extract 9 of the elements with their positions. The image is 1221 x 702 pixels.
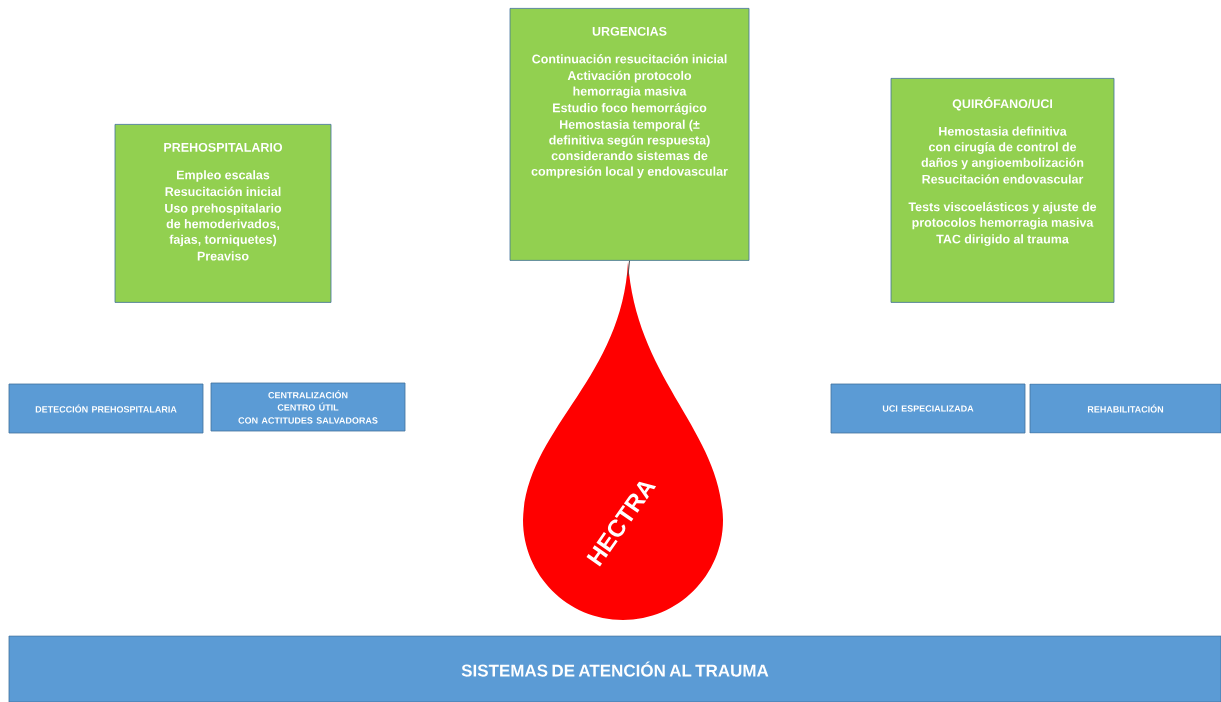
stage-box: CENTRALIZACIÓN CENTRO ÚTIL CON ACTITUDES SALVADORAS [210,382,406,432]
banner-bar: SISTEMAS DE ATENCIÓN AL TRAUMA [8,635,1221,702]
stage-box: REHABILITACIÓN [1029,383,1221,434]
process-box: PREHOSPITALARIO Empleo escalas Resucitación inicial Uso prehospitalario de hemoderivados, fajas, torniquetes) Preaviso [114,124,332,303]
connector-line [627,260,630,277]
process-box: QUIRÓFANO/UCI Hemostasia definitiva con cirugía de control de daños y angioembolización Resucitación endovascular Tests viscoelásticos y ajuste de protocolos hemorragia masiva TAC dirigido al trauma [890,78,1115,303]
stage-box: DETECCIÓN PREHOSPITALARIA [8,383,204,434]
stage-box: UCI ESPECIALIZADA [830,383,1026,434]
process-box: URGENCIAS Continuación resucitación inicial Activación protocolo hemorragia masiva Estudio foco hemorrágico Hemostasia temporal (± definitiva según respuesta) considerando sistemas de compresión local y endovascular [509,8,750,261]
